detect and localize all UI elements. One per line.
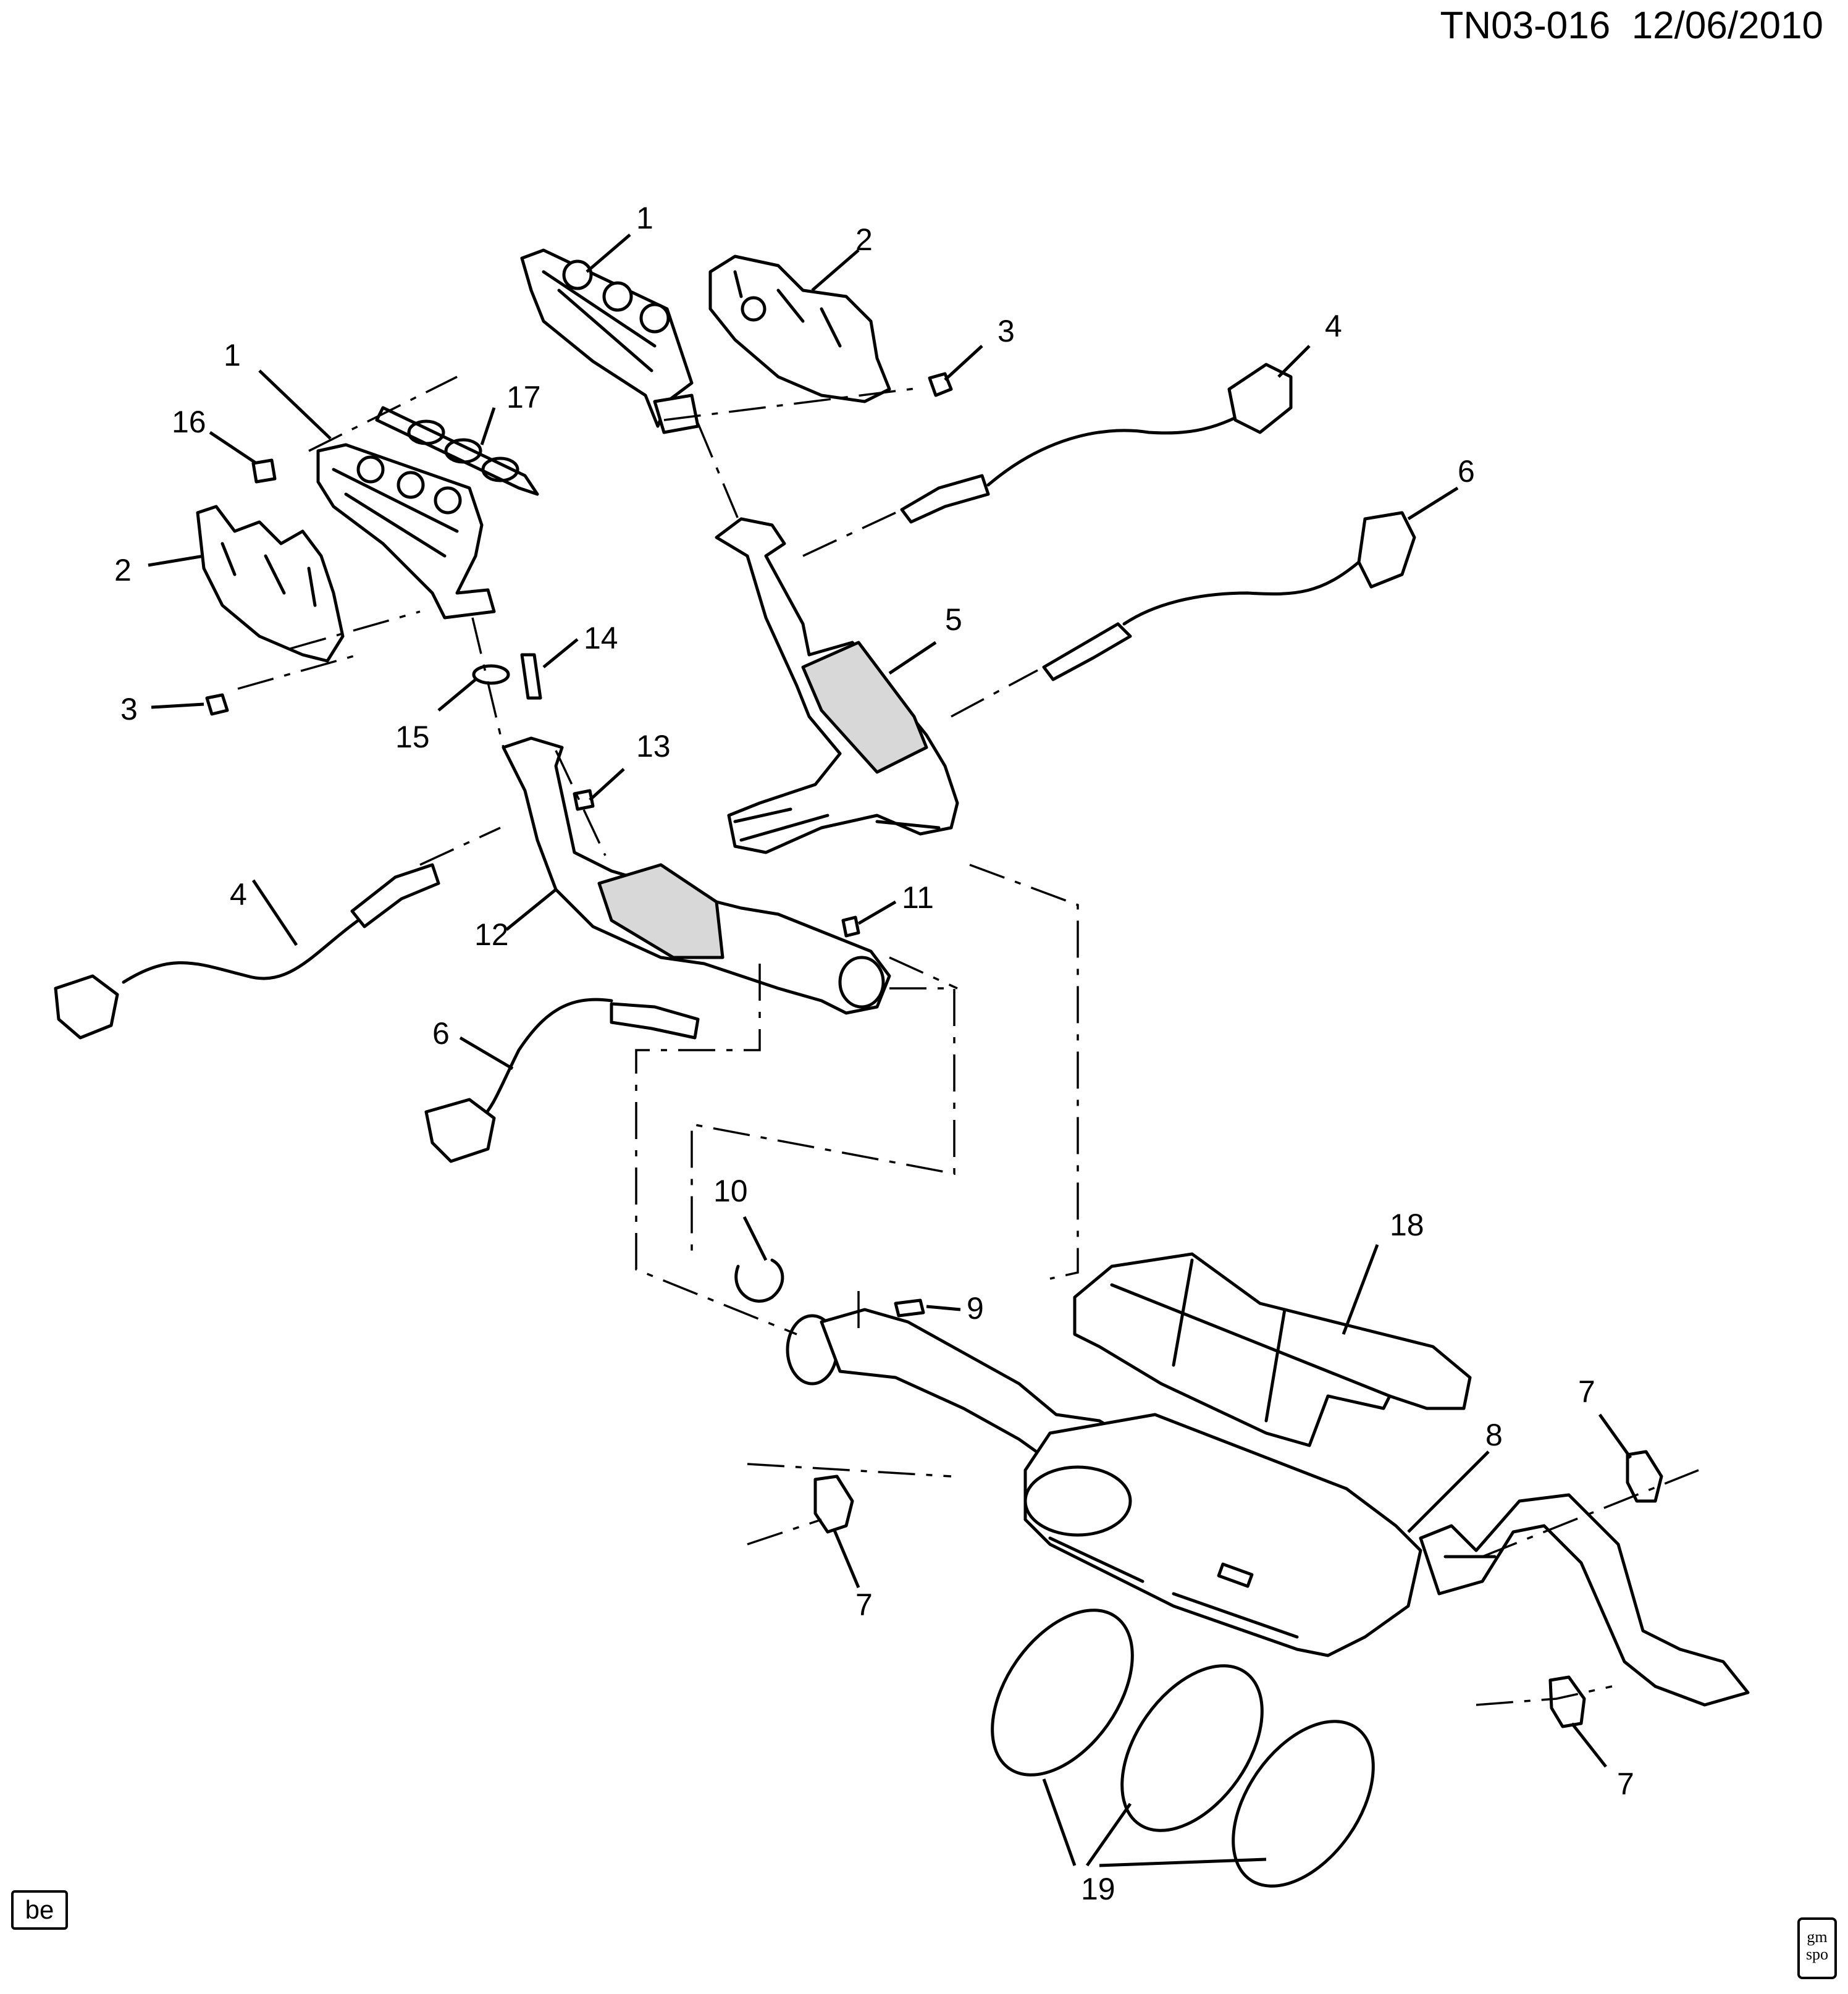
gmspo-logo: gm spo: [1797, 1917, 1837, 1979]
exhaust-manifold-left: [316, 443, 496, 620]
heat-shield-left: [196, 505, 345, 663]
callout-5: 5: [945, 602, 962, 637]
callout-8: 8: [1485, 1418, 1503, 1452]
alignment-lines: [237, 376, 1699, 1706]
corner-tag: be: [11, 1890, 68, 1930]
heat-shield-right: [708, 255, 891, 403]
converter-pipe-left: [502, 736, 891, 1015]
callout-4-left: 4: [230, 877, 247, 912]
callout-2-right: 2: [855, 222, 873, 257]
pipe-clamp: [734, 1258, 784, 1303]
callout-11: 11: [902, 880, 934, 915]
callout-1-left: 1: [224, 338, 241, 372]
callout-19: 19: [1081, 1872, 1115, 1906]
callout-3-right: 3: [998, 314, 1015, 348]
callout-6-left: 6: [432, 1016, 450, 1051]
callout-2-left: 2: [114, 553, 132, 587]
callout-1-right: 1: [636, 201, 653, 235]
callout-leaders: [148, 233, 1632, 1867]
callout-9: 9: [967, 1291, 984, 1326]
drawing-code: TN03-016: [1440, 4, 1611, 47]
callout-6-right: 6: [1458, 454, 1475, 489]
oxygen-sensor-upper-left: [54, 863, 440, 1040]
callout-14: 14: [584, 621, 618, 655]
callout-4-right: 4: [1325, 309, 1342, 343]
callout-3-left: 3: [120, 692, 138, 726]
drawing-date: 12/06/2010: [1631, 4, 1823, 47]
callout-7-right: 7: [1578, 1374, 1595, 1409]
muffler-heat-shield: [1073, 1252, 1472, 1447]
exhaust-rings: [991, 1609, 1375, 1888]
callout-16: 16: [172, 405, 206, 439]
logo-line-2: spo: [1805, 1945, 1829, 1963]
oxygen-sensor-upper-right: [900, 363, 1293, 524]
oxygen-sensor-lower-left: [424, 998, 700, 1163]
callout-10: 10: [713, 1174, 748, 1208]
flange-seal: [472, 664, 510, 685]
drawing-header: TN03-016 12/06/2010: [1440, 4, 1823, 48]
callout-15: 15: [395, 720, 430, 754]
hanger-insulators: [813, 1450, 1663, 1728]
callout-7-bottom: 7: [1617, 1767, 1634, 1801]
callout-18: 18: [1390, 1208, 1424, 1242]
muffler-assembly: [786, 1308, 1750, 1707]
converter-pipe-right: [715, 517, 959, 854]
exhaust-manifold-right: [520, 248, 700, 434]
logo-line-1: gm: [1807, 1928, 1828, 1946]
oxygen-sensor-mid-right: [1042, 511, 1416, 681]
manifold-gasket: [375, 406, 539, 496]
callout-12: 12: [474, 917, 509, 952]
callout-7-left: 7: [855, 1588, 873, 1622]
callout-17: 17: [506, 380, 541, 414]
callout-numbers: 1 1 2 2 3 3 4 4 5 6 6 7 7 7 8 9 10 11 12…: [114, 201, 1634, 1906]
bolts: [205, 372, 953, 1318]
callout-13: 13: [636, 729, 671, 764]
